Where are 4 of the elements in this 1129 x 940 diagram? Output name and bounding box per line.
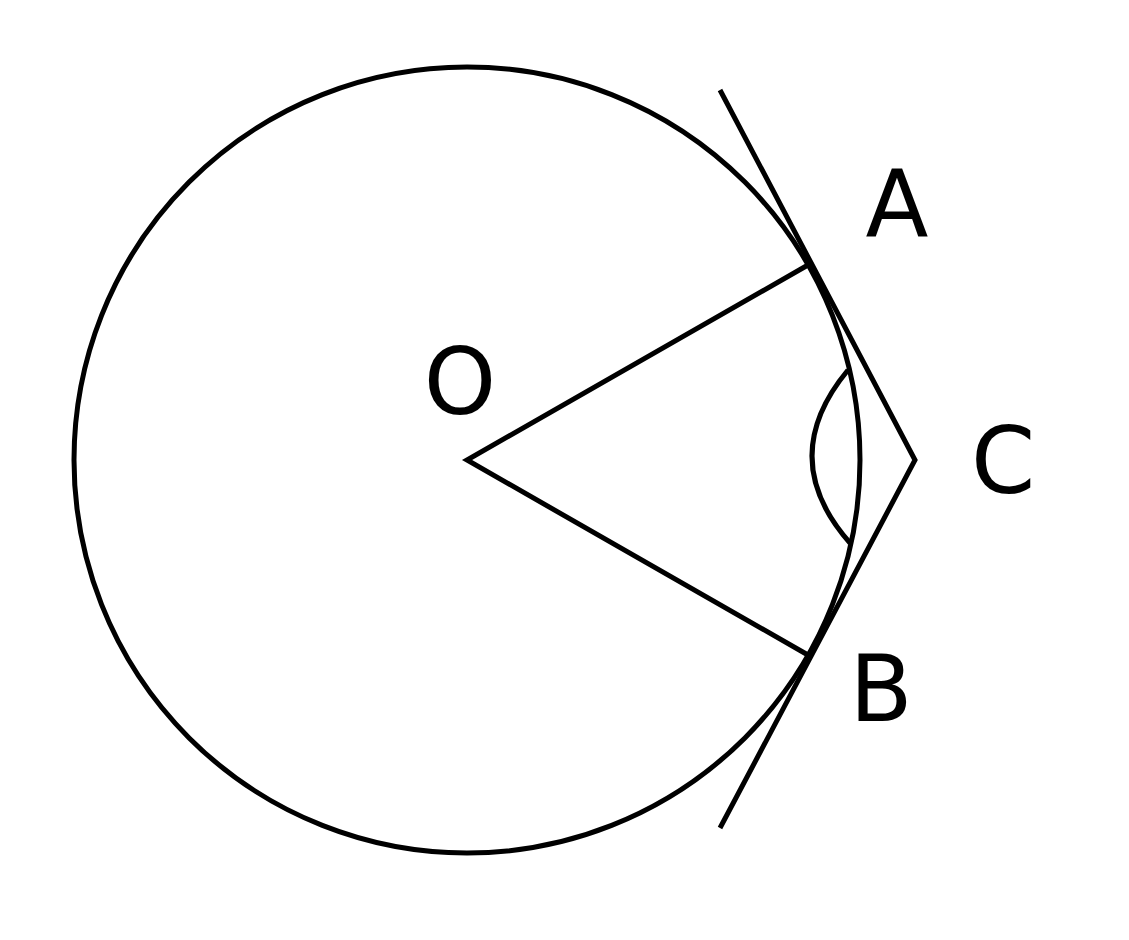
point-label: O	[423, 337, 497, 429]
point-label: B	[849, 644, 913, 736]
point-label: A	[865, 159, 929, 251]
point-label: C	[970, 416, 1036, 508]
